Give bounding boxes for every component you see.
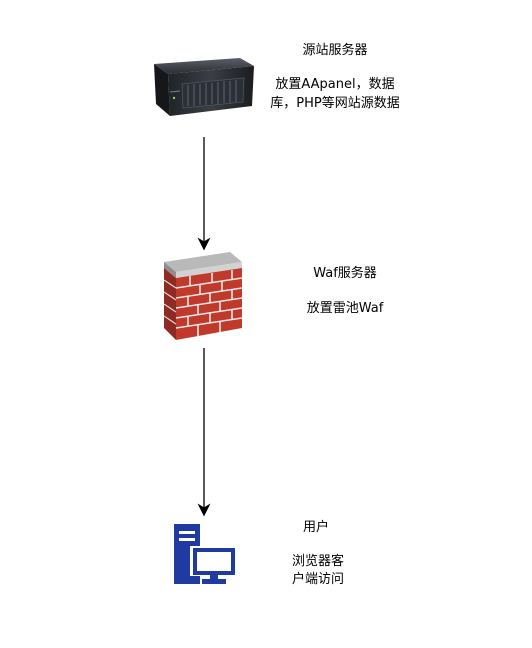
user-desc-line1: 浏览器客 [291,554,344,569]
origin-server-desc-line2: 库，PHP等网站源数据 [270,96,400,111]
user-desc-line2: 户端访问 [291,572,344,587]
waf-server-title: Waf服务器 [313,266,377,281]
user-title: 用户 [302,520,329,535]
origin-server-desc-line1: 放置AApanel，数据 [275,77,395,92]
desktop-computer-icon [174,524,236,584]
server-rack-icon [154,58,254,116]
firewall-brick-wall-icon [163,252,243,340]
waf-server-desc: 放置雷池Waf [306,301,384,316]
origin-server-title: 源站服务器 [302,43,368,58]
